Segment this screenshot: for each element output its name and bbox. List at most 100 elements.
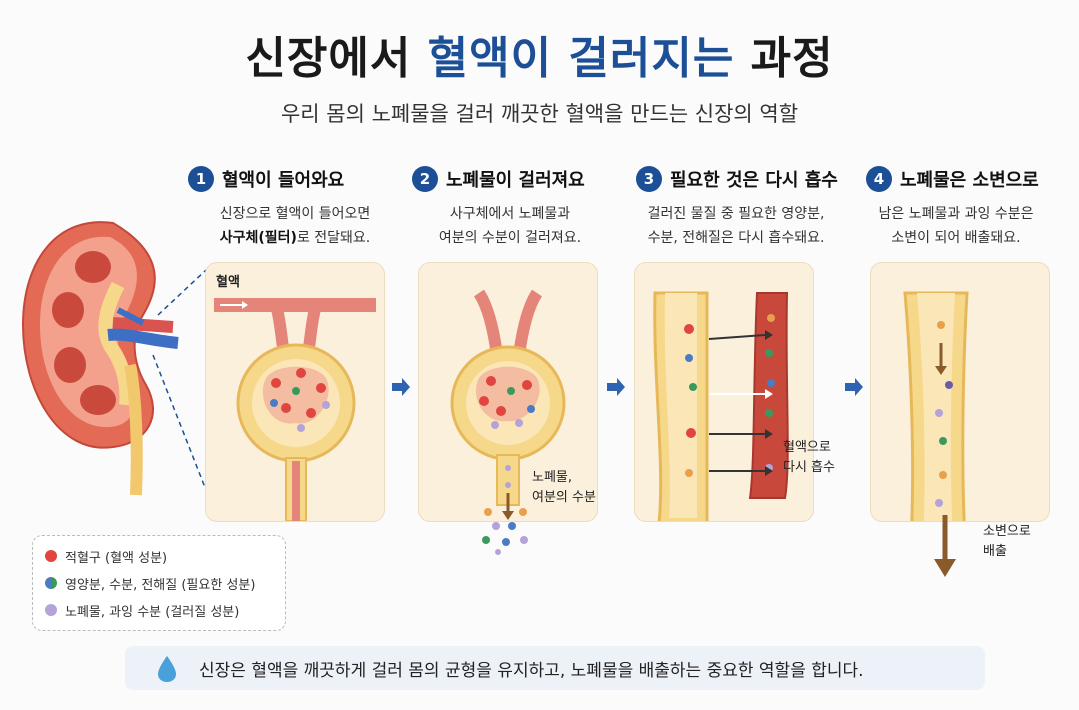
panel-reabsorption bbox=[634, 262, 814, 525]
panel-glomerulus-filter: 노폐물, 여분의 수분 bbox=[418, 262, 598, 522]
step-3-header: 3 필요한 것은 다시 흡수 bbox=[636, 164, 838, 194]
step-arrow-2-icon bbox=[607, 378, 625, 396]
waste-particle bbox=[935, 499, 943, 507]
step-1-desc-line2: 사구체(필터)로 전달돼요. bbox=[190, 226, 400, 250]
label-urine: 소변으로 배출 bbox=[983, 522, 1031, 562]
red-blood-cell bbox=[684, 324, 694, 334]
legend-item-red-blood-cell: 적혈구 (혈액 성분) bbox=[45, 545, 167, 567]
glomerulus-inflow-svg bbox=[214, 298, 376, 522]
red-blood-cell bbox=[316, 383, 326, 393]
step-1-description: 신장으로 혈액이 들어오면 사구체(필터)로 전달돼요. bbox=[190, 202, 400, 250]
red-blood-cell bbox=[686, 428, 696, 438]
reabsorption-svg bbox=[653, 291, 789, 525]
step-3-description: 걸러진 물질 중 필요한 영양분, 수분, 전해질은 다시 흡수돼요. bbox=[626, 202, 846, 250]
page-subtitle: 우리 몸의 노폐물을 걸러 깨끗한 혈액을 만드는 신장의 역할 bbox=[280, 102, 799, 126]
duct-lumen bbox=[917, 293, 955, 541]
zoom-line-top bbox=[157, 269, 207, 316]
vessel-branch bbox=[513, 289, 543, 356]
red-blood-cell bbox=[271, 378, 281, 388]
red-blood-cell bbox=[281, 403, 291, 413]
step-1-desc-bold: 사구체(필터) bbox=[219, 230, 297, 246]
label-urine-line1: 소변으로 bbox=[983, 524, 1031, 539]
step-2-header: 2 노폐물이 걸러져요 bbox=[412, 164, 585, 194]
nutrient-particle bbox=[527, 405, 535, 413]
reabsorb-arrow-head-icon bbox=[765, 330, 773, 340]
step-2-description: 사구체에서 노폐물과 여분의 수분이 걸러져요. bbox=[405, 202, 615, 250]
label-waste-line2: 여분의 수분 bbox=[532, 490, 596, 505]
nutrient-particle bbox=[270, 399, 278, 407]
waste-particle bbox=[297, 424, 305, 432]
flow-arrow-head-icon bbox=[242, 301, 248, 309]
waste-particle bbox=[939, 471, 947, 479]
waste-particle bbox=[492, 522, 500, 530]
renal-artery bbox=[112, 317, 174, 333]
step-4-desc-line2: 소변이 되어 배출돼요. bbox=[891, 230, 1021, 246]
legend-label: 적혈구 (혈액 성분) bbox=[65, 550, 168, 566]
waste-particle bbox=[685, 469, 693, 477]
step-4-title: 노폐물은 소변으로 bbox=[900, 170, 1039, 191]
panel-urine bbox=[870, 262, 1050, 543]
kidney-pyramid bbox=[80, 385, 116, 415]
step-2-number: 2 bbox=[412, 166, 438, 192]
step-4-number: 4 bbox=[866, 166, 892, 192]
page-title: 신장에서 혈액이 걸러지는 과정 bbox=[0, 22, 1079, 86]
step-4-desc-line1: 남은 노폐물과 과잉 수분은 bbox=[878, 206, 1034, 222]
red-blood-cell bbox=[486, 376, 496, 386]
red-blood-cell bbox=[306, 408, 316, 418]
vessel-branch bbox=[473, 289, 503, 356]
step-4-header: 4 노폐물은 소변으로 bbox=[866, 164, 1039, 194]
blue-green-dot-icon bbox=[45, 577, 57, 589]
waste-particle bbox=[505, 465, 511, 471]
reabsorb-arrow-head-icon bbox=[765, 466, 773, 476]
waste-particle bbox=[519, 508, 527, 516]
step-3-desc-line2: 수분, 전해질은 다시 흡수돼요. bbox=[647, 230, 825, 246]
purple-dot-icon bbox=[45, 604, 57, 616]
legend-item-nutrients: 영양분, 수분, 전해질 (필요한 성분) bbox=[45, 572, 255, 594]
kidney-pyramid bbox=[75, 251, 111, 283]
red-dot-icon bbox=[45, 550, 57, 562]
kidney-illustration bbox=[21, 221, 207, 496]
step-1-header: 1 혈액이 들어와요 bbox=[188, 164, 344, 194]
glomerulus-filter-svg bbox=[450, 289, 566, 520]
waste-particle bbox=[491, 421, 499, 429]
renal-vein bbox=[107, 328, 179, 349]
particle bbox=[767, 314, 775, 322]
legend-label: 영양분, 수분, 전해질 (필요한 성분) bbox=[65, 577, 256, 593]
flow-arrow-head-icon bbox=[935, 366, 947, 375]
step-1-title: 혈액이 들어와요 bbox=[222, 170, 345, 191]
outflow-arrow-head-icon bbox=[502, 511, 514, 520]
ureter bbox=[124, 363, 143, 496]
kidney-pyramid bbox=[52, 292, 84, 328]
waste-particle bbox=[939, 437, 947, 445]
step-arrow-1-icon bbox=[392, 378, 410, 396]
red-blood-cell bbox=[479, 396, 489, 406]
kidney-pyramid bbox=[54, 347, 86, 383]
step-1-desc-line1: 신장으로 혈액이 들어오면 bbox=[219, 206, 371, 222]
waste-particle bbox=[484, 508, 492, 516]
renal-pelvis bbox=[98, 281, 134, 406]
label-waste: 노폐물, 여분의 수분 bbox=[532, 468, 596, 508]
step-2-desc-line1: 사구체에서 노폐물과 bbox=[449, 206, 571, 222]
step-2-title: 노폐물이 걸러져요 bbox=[446, 170, 585, 191]
step-3-title: 필요한 것은 다시 흡수 bbox=[670, 170, 838, 191]
waste-particle bbox=[505, 482, 511, 488]
urine-svg bbox=[903, 291, 969, 543]
nutrient-particle bbox=[689, 383, 697, 391]
zoom-line-bottom bbox=[152, 354, 207, 491]
label-reabsorb: 혈액으로 다시 흡수 bbox=[783, 438, 835, 478]
nutrient-particle bbox=[502, 538, 510, 546]
label-reabsorb-line1: 혈액으로 bbox=[783, 440, 831, 455]
legend: 적혈구 (혈액 성분) 영양분, 수분, 전해질 (필요한 성분) 노폐물, 과… bbox=[32, 535, 286, 631]
nutrient-particle bbox=[507, 387, 515, 395]
red-blood-cell bbox=[522, 380, 532, 390]
title-part1: 신장에서 bbox=[245, 33, 428, 84]
red-blood-cell bbox=[296, 368, 306, 378]
nutrient-particle bbox=[508, 522, 516, 530]
tubule-lumen bbox=[664, 293, 697, 518]
vein-branch bbox=[116, 307, 145, 326]
waste-particle bbox=[515, 419, 523, 427]
red-blood-cell bbox=[496, 406, 506, 416]
panel-glomerulus-inflow: 혈액 bbox=[205, 262, 385, 522]
reabsorb-arrow-head-icon bbox=[765, 389, 773, 399]
nutrient-particle bbox=[767, 379, 775, 387]
